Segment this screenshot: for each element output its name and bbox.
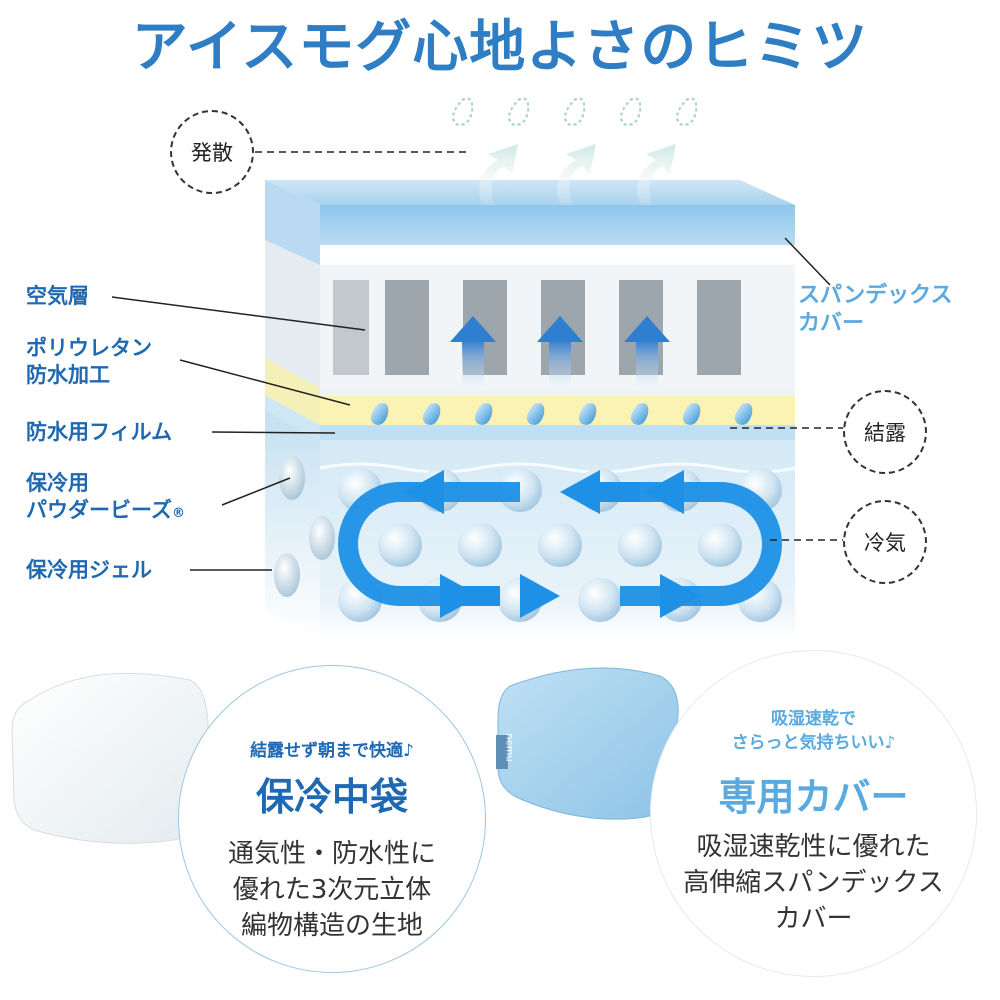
- inner-bag-description: 通気性・防水性に 優れた3次元立体 編物構造の生地: [179, 836, 485, 944]
- cover-tagline-line1: 吸湿速乾で: [771, 709, 856, 729]
- cover-pillow: [496, 667, 679, 820]
- inner-bag-desc-line3: 編物構造の生地: [240, 911, 423, 941]
- inner-bag-bubble: 結露せず朝まで快適♪ 保冷中袋 通気性・防水性に 優れた3次元立体 編物構造の生…: [178, 665, 486, 973]
- circle-condensation: 結露: [843, 390, 927, 474]
- circle-cold-air: 冷気: [843, 500, 927, 584]
- cover-desc-line1: 吸湿速乾性に優れた: [696, 832, 931, 862]
- label-gel: 保冷用ジェル: [26, 558, 152, 582]
- label-beads-text: パウダービーズ: [26, 498, 172, 522]
- leader-lines: [111, 237, 831, 571]
- dashed-leaders: [255, 151, 845, 541]
- cover-brand-tag: nemu: [503, 733, 515, 762]
- cold-air-loop: [338, 482, 782, 606]
- steam-arrows: [479, 144, 676, 205]
- registered-mark: ®: [171, 506, 185, 521]
- condensation-drops: [370, 403, 753, 425]
- label-beads-line2: パウダービーズ®: [26, 497, 185, 527]
- circle-condensation-text: 結露: [864, 421, 906, 445]
- cover-top: [265, 180, 795, 205]
- label-beads-line1: 保冷用: [26, 471, 89, 495]
- label-spandex-line1: スパンデックス: [798, 283, 953, 308]
- label-spandex-line2: カバー: [798, 311, 865, 336]
- circle-diffusion: 発散: [170, 110, 254, 194]
- inner-bag-tagline: 結露せず朝まで快適♪: [250, 741, 414, 761]
- label-polyurethane-line2: 防水加工: [26, 363, 110, 387]
- inner-bag-pillow: [11, 672, 209, 844]
- air-layer-side: [265, 240, 320, 388]
- circle-cold-air-text: 冷気: [864, 531, 906, 555]
- cover-bubble: 吸湿速乾で さらっと気持ちいい♪ 専用カバー 吸湿速乾性に優れた 高伸縮スパンデ…: [650, 650, 977, 977]
- cover-front: [320, 205, 795, 245]
- cover-desc-line2: 高伸縮スパンデックス: [683, 868, 944, 898]
- up-arrows: [450, 316, 670, 390]
- label-polyurethane: ポリウレタン 防水加工: [26, 335, 152, 389]
- film-layer: [320, 425, 795, 440]
- cover-tagline: 吸湿速乾で さらっと気持ちいい♪: [651, 707, 976, 755]
- polyurethane-layer: [320, 395, 795, 425]
- page-title: アイスモグ心地よさのヒミツ: [131, 15, 869, 80]
- inner-bag-name: 保冷中袋: [255, 775, 408, 819]
- cold-air-arrowheads: [404, 470, 700, 618]
- label-spandex-cover: スパンデックス カバー: [798, 282, 952, 338]
- inner-bag-desc-line1: 通気性・防水性に: [227, 839, 436, 869]
- cover-desc-line3: カバー: [774, 904, 853, 934]
- label-air-layer: 空気層: [26, 284, 89, 308]
- label-film: 防水用フィルム: [26, 420, 173, 444]
- cover-description: 吸湿速乾性に優れた 高伸縮スパンデックス カバー: [651, 829, 976, 937]
- label-beads: 保冷用 パウダービーズ®: [26, 470, 185, 527]
- vapor-drops: [452, 97, 698, 126]
- circle-diffusion-text: 発散: [191, 141, 233, 165]
- inner-bag-desc-line2: 優れた3次元立体: [232, 875, 432, 905]
- gel-side-beads: [274, 456, 335, 597]
- cover-tagline-line2: さらっと気持ちいい♪: [731, 733, 896, 753]
- label-polyurethane-line1: ポリウレタン: [26, 336, 152, 360]
- cover-name: 専用カバー: [718, 775, 909, 819]
